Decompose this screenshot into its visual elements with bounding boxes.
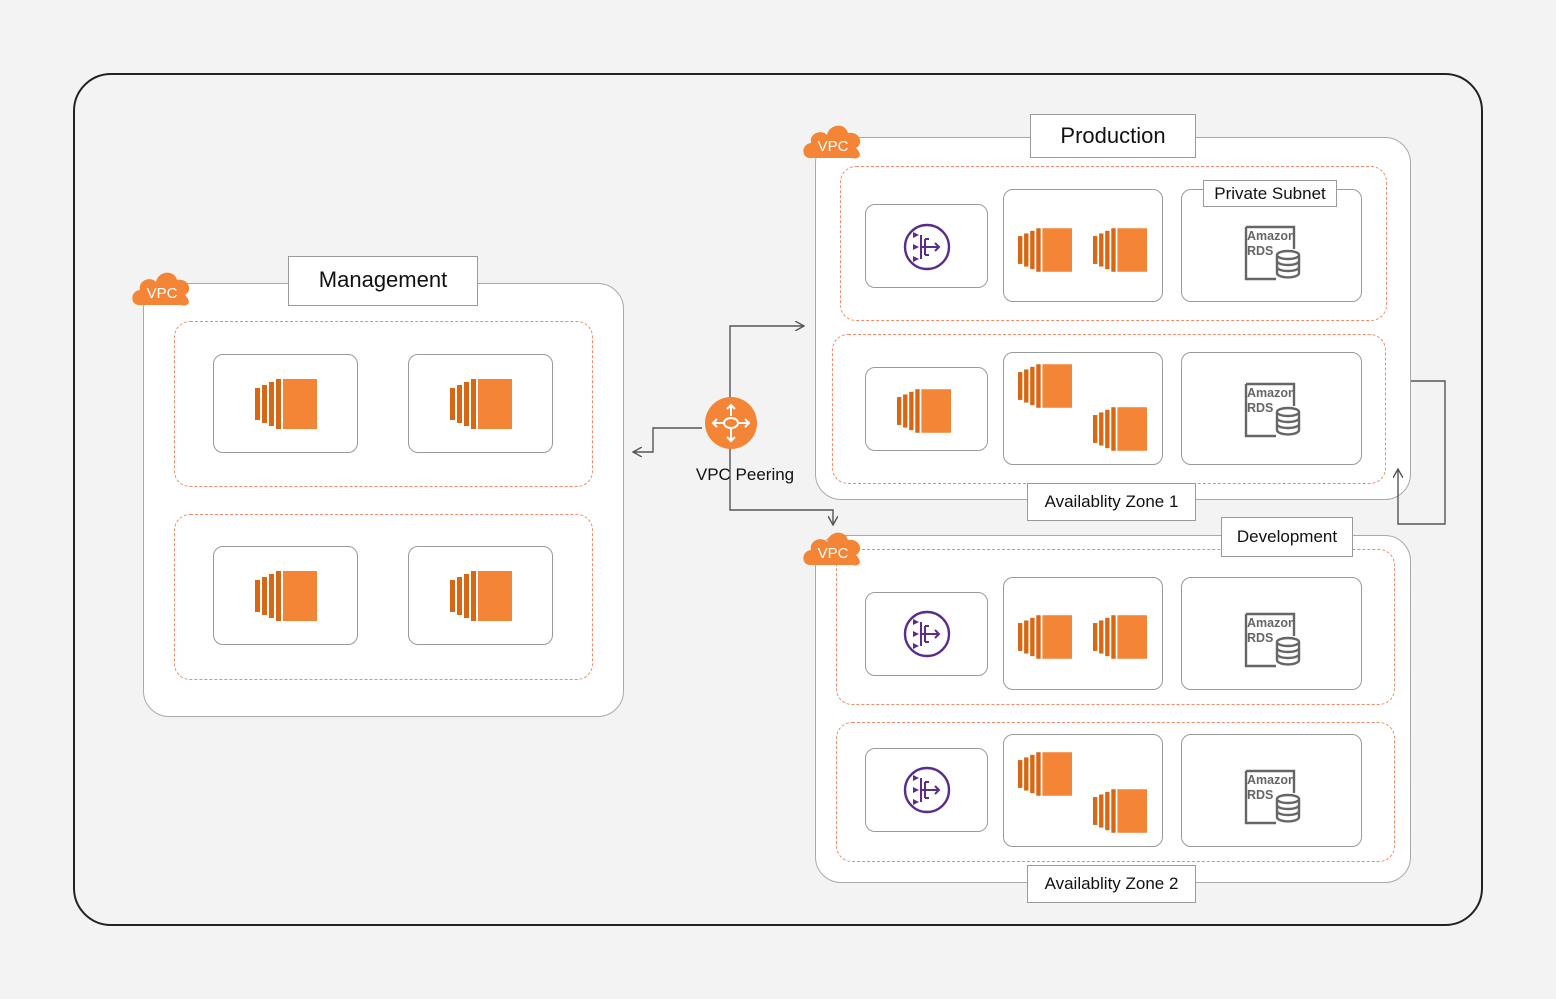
nat-gateway-icon	[903, 223, 951, 271]
ec2-instance-icon	[255, 571, 317, 621]
development-zone-2	[836, 722, 1395, 862]
development-to-production-arrow	[1398, 380, 1446, 525]
vpc-badge-text: VPC	[818, 545, 849, 562]
rds-text-amazon: Amazon	[1247, 773, 1296, 787]
development-zone-1	[836, 549, 1395, 705]
rds-text-rds: RDS	[1247, 401, 1273, 415]
vpc-badge-text: VPC	[147, 285, 178, 302]
ec2-instance-icon	[255, 379, 317, 429]
ec2-instance-icon	[450, 571, 512, 621]
management-zone-2	[174, 514, 593, 680]
az1-label: Availablity Zone 1	[1027, 483, 1196, 521]
peering-to-management-arrow	[634, 427, 702, 452]
vpc-cloud-icon: VPC	[132, 272, 190, 306]
nat-gateway-icon	[903, 766, 951, 814]
amazon-rds-icon: Amazon RDS	[1244, 769, 1301, 825]
private-subnet-label: Private Subnet	[1203, 180, 1337, 207]
peering-to-development-arrow	[729, 446, 833, 524]
ec2-instance-icon	[897, 389, 951, 433]
production-title: Production	[1030, 114, 1196, 158]
amazon-rds-icon: Amazon RDS	[1244, 382, 1301, 438]
rds-card	[1181, 189, 1362, 302]
development-title: Development	[1221, 517, 1353, 557]
management-zone-1	[174, 321, 593, 487]
amazon-rds-icon: Amazon RDS	[1244, 225, 1301, 281]
rds-text-amazon: Amazon	[1247, 229, 1296, 243]
ec2-instance-icon	[1018, 228, 1072, 272]
rds-text-rds: RDS	[1247, 788, 1273, 802]
vpc-cloud-icon: VPC	[803, 125, 861, 159]
vpc-peering-label: VPC Peering	[695, 465, 795, 484]
rds-text-rds: RDS	[1247, 631, 1273, 645]
production-private-subnet-zone	[840, 166, 1387, 321]
ec2-instance-icon	[1018, 364, 1072, 408]
nat-gateway-icon	[903, 610, 951, 658]
ec2-instance-icon	[1093, 789, 1147, 833]
vpc-badge-text: VPC	[818, 138, 849, 155]
amazon-rds-icon: Amazon RDS	[1244, 612, 1301, 668]
rds-card	[1181, 734, 1362, 847]
ec2-instance-icon	[1093, 228, 1147, 272]
vpc-cloud-icon: VPC	[803, 532, 861, 566]
peering-to-production-arrow	[729, 326, 803, 398]
rds-text-rds: RDS	[1247, 244, 1273, 258]
rds-text-amazon: Amazon	[1247, 616, 1296, 630]
rds-card	[1181, 577, 1362, 690]
ec2-instance-icon	[1018, 752, 1072, 796]
ec2-instance-icon	[1018, 615, 1072, 659]
ec2-instance-icon	[1093, 615, 1147, 659]
rds-text-amazon: Amazon	[1247, 386, 1296, 400]
vpc-peering-router-icon	[705, 397, 757, 449]
management-title: Management	[288, 256, 478, 306]
rds-card	[1181, 352, 1362, 465]
ec2-instance-icon	[1093, 407, 1147, 451]
ec2-instance-icon	[450, 379, 512, 429]
az2-label: Availablity Zone 2	[1027, 865, 1196, 903]
